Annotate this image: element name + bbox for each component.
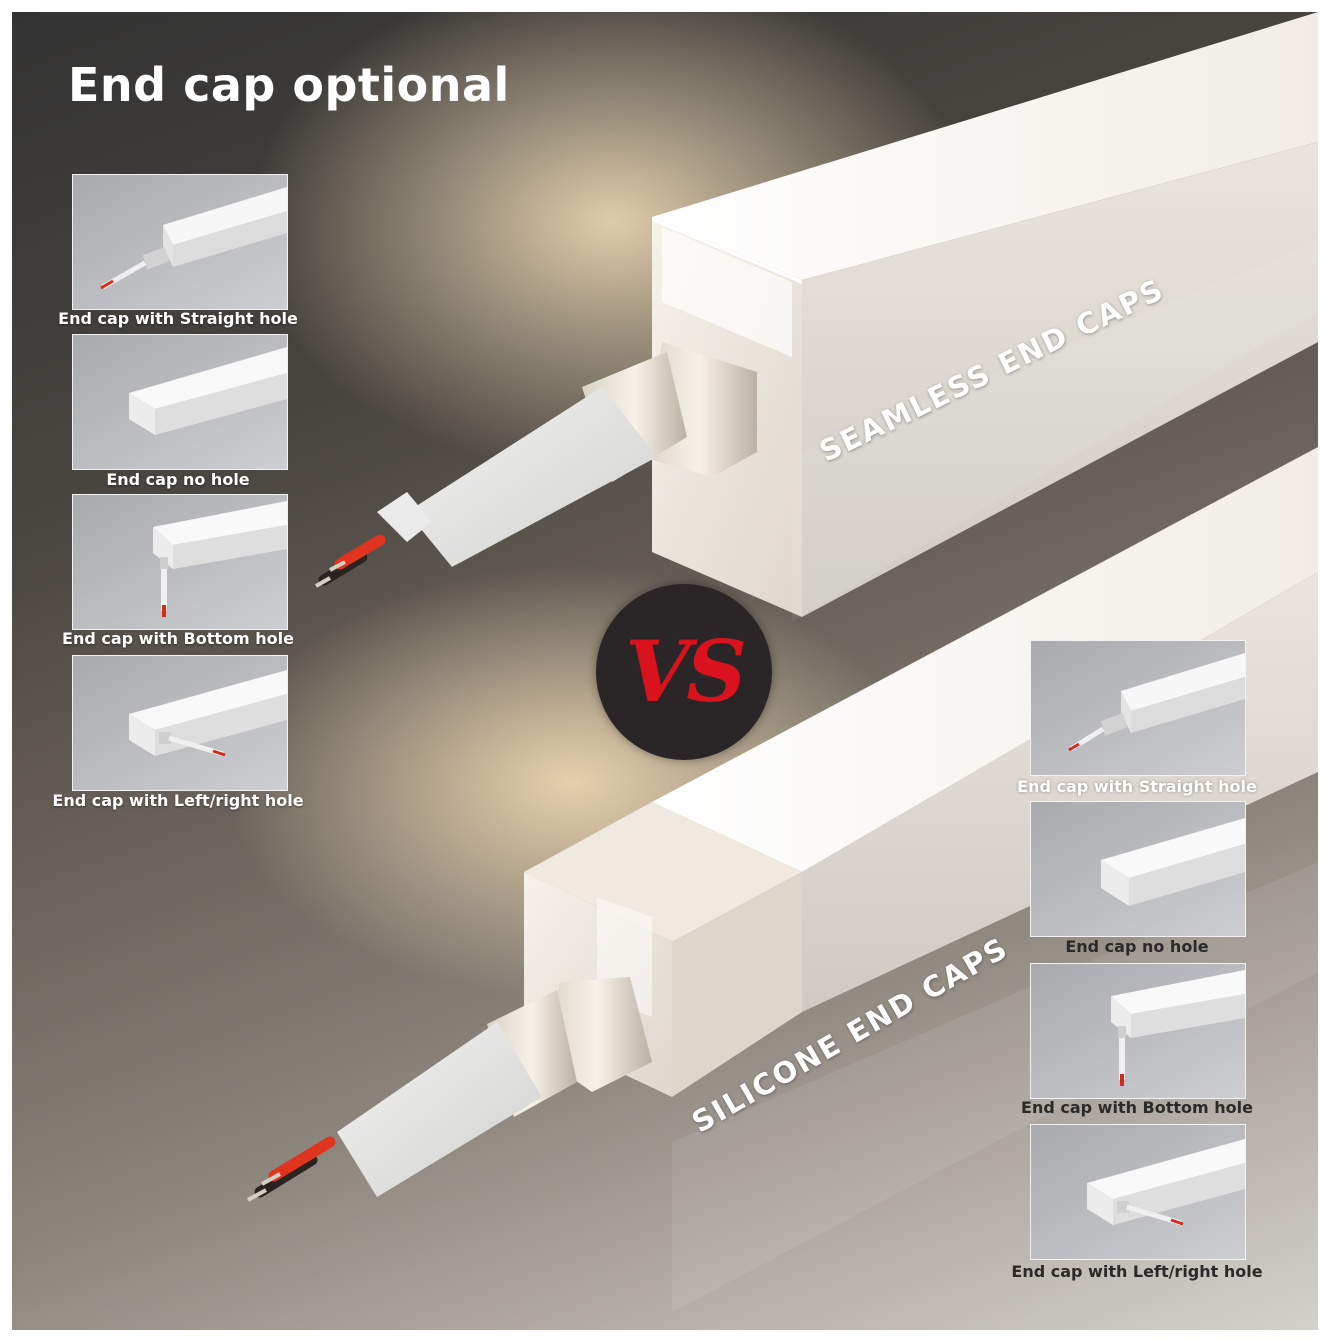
end-cap-straight-hole-icon: [1068, 653, 1245, 752]
thumb-straight-hole-left: [72, 174, 288, 310]
caption-bottom-hole-right: End cap with Bottom hole: [1021, 1098, 1253, 1117]
upper-cable: [315, 342, 757, 588]
thumb-straight-hole-right: [1030, 640, 1246, 776]
caption-side-hole-right: End cap with Left/right hole: [1011, 1262, 1263, 1281]
thumb-no-hole-right: [1030, 801, 1246, 937]
end-cap-bottom-hole-icon: [153, 501, 287, 617]
end-cap-straight-hole-icon: [100, 187, 287, 290]
end-cap-no-hole-icon: [129, 347, 287, 435]
vs-badge: VS: [596, 584, 772, 760]
vs-text: VS: [625, 622, 747, 721]
thumb-side-hole-right: [1030, 1124, 1246, 1260]
caption-bottom-hole-left: End cap with Bottom hole: [62, 629, 294, 648]
lower-cable: [247, 977, 652, 1202]
thumb-bottom-hole-right: [1030, 963, 1246, 1099]
thumb-side-hole-left: [72, 655, 288, 791]
caption-side-hole-left: End cap with Left/right hole: [52, 791, 304, 810]
thumb-bottom-hole-left: [72, 494, 288, 630]
caption-straight-hole-right: End cap with Straight hole: [1017, 777, 1257, 796]
end-cap-side-hole-icon: [1087, 1139, 1245, 1226]
product-image: End cap optional End cap with Straight h…: [12, 12, 1318, 1330]
caption-no-hole-right: End cap no hole: [1065, 937, 1209, 956]
main-title: End cap optional: [68, 58, 510, 112]
end-cap-side-hole-icon: [129, 670, 287, 757]
caption-no-hole-left: End cap no hole: [106, 470, 250, 489]
caption-straight-hole-left: End cap with Straight hole: [58, 309, 298, 328]
end-cap-no-hole-icon: [1101, 818, 1245, 906]
end-cap-bottom-hole-icon: [1111, 970, 1245, 1086]
thumb-no-hole-left: [72, 334, 288, 470]
